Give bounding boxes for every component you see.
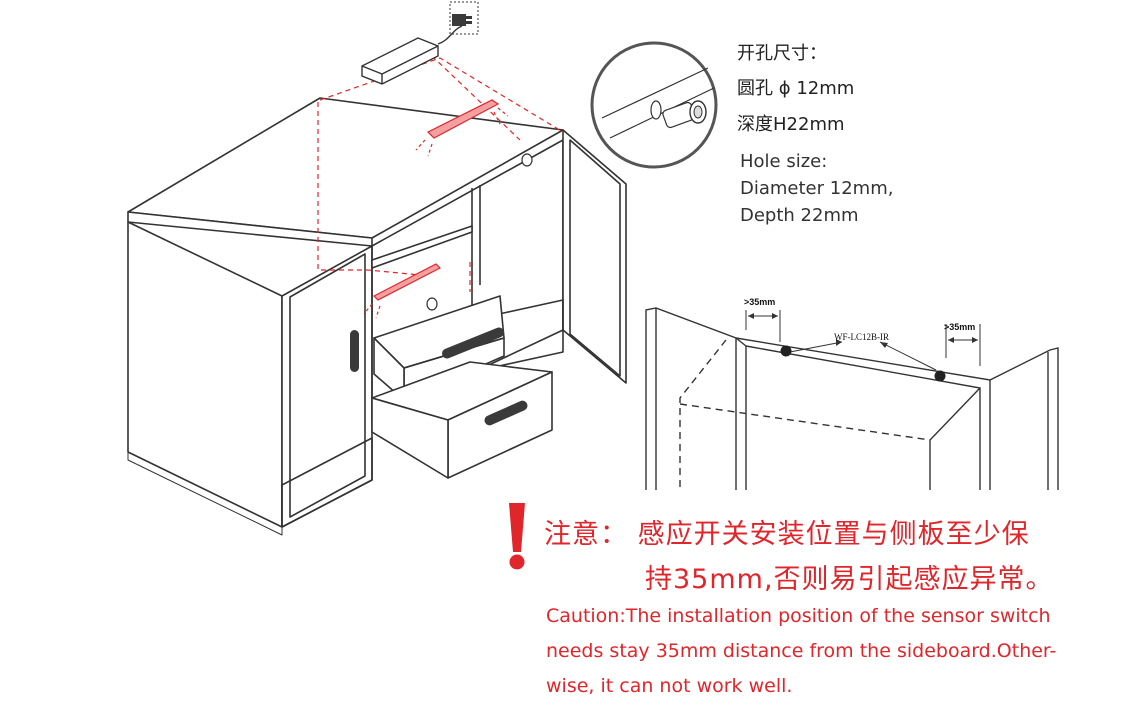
led-bar-top	[415, 99, 509, 157]
clearance-diagram	[645, 307, 1059, 490]
cabinet-left-side	[127, 221, 283, 528]
sensor-point-left	[780, 345, 792, 357]
sensor-point-right	[934, 370, 946, 382]
plug-icon	[449, 1, 479, 35]
led-bar-shelf	[363, 263, 442, 319]
cabinet-right-door	[562, 129, 627, 384]
wiring-dashed	[317, 55, 564, 292]
caution-en-line3: wise, it can not work well.	[546, 675, 793, 697]
cabinet-left-door	[281, 245, 373, 528]
cabinet	[127, 97, 627, 536]
caution-en-line2: needs stay 35mm distance from the sidebo…	[546, 640, 1057, 662]
hole-spec-cn-title: 开孔尺寸：	[737, 43, 827, 64]
exclamation-icon	[509, 503, 525, 570]
hole-spec-cn-depth: 深度H22mm	[737, 114, 845, 135]
hole-spec-en-title: Hole size:	[740, 151, 828, 172]
lower-drawer	[371, 361, 553, 479]
caution-cn-line1: 注意： 感应开关安装位置与侧板至少保	[544, 519, 1030, 550]
power-driver-icon	[361, 25, 463, 85]
caution-en-line1: Caution:The installation position of the…	[546, 605, 1051, 627]
sensor-model-label: WF-LC12B-IR	[834, 332, 889, 342]
hole-detail-callout	[590, 41, 718, 169]
clearance-right-label: >35mm	[944, 322, 976, 332]
hole-spec-en-depth: Depth 22mm	[740, 205, 859, 226]
clearance-left-label: >35mm	[744, 297, 776, 307]
caution-cn-line2: 持35mm,否则易引起感应异常。	[645, 564, 1054, 595]
door-handle	[350, 330, 359, 372]
sensor-switch	[426, 153, 533, 311]
hole-spec-cn-diameter: 圆孔 ϕ 12mm	[737, 78, 855, 99]
hole-spec-en-diameter: Diameter 12mm,	[740, 178, 894, 199]
